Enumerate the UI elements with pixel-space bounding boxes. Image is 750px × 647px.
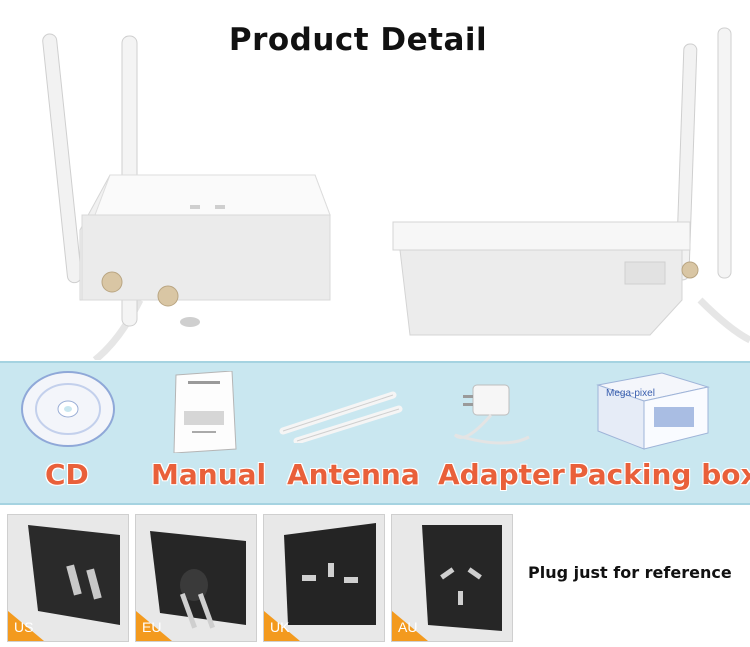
- plug-code-eu: EU: [142, 619, 162, 635]
- page-title: Product Detail: [228, 22, 488, 58]
- plug-photo-eu: EU: [135, 514, 257, 642]
- accessory-label-adapter: Adapter: [438, 458, 565, 491]
- accessory-label-antenna: Antenna: [287, 458, 420, 491]
- accessory-label-cd: CD: [45, 458, 89, 491]
- accessory-label-packing-box: Packing box: [568, 458, 750, 491]
- plug-code-au: AU: [398, 619, 418, 635]
- router-front-view: [42, 33, 331, 360]
- plug-photo-au: AU: [391, 514, 513, 642]
- us-plug-icon: [8, 525, 120, 641]
- uk-plug-icon: [264, 523, 376, 641]
- plug-reference-note: Plug just for reference: [528, 563, 732, 582]
- adapter-icon: [453, 384, 530, 445]
- plug-code-us: US: [14, 619, 34, 635]
- accessory-label-manual: Manual: [151, 458, 267, 491]
- product-photos: [42, 27, 750, 360]
- accessories-band: Mega-pixel CD Manual Antenna Adapter Pac…: [0, 361, 750, 505]
- au-plug-icon: [392, 525, 502, 641]
- plug-code-uk: UK: [270, 619, 290, 635]
- box-brand-text: Mega-pixel: [606, 388, 655, 399]
- plug-photo-us: US: [7, 514, 129, 642]
- cd-icon: [21, 371, 115, 447]
- antenna-icon: [279, 391, 403, 443]
- manual-icon: [173, 371, 237, 453]
- router-side-view: [392, 27, 750, 344]
- packing-box-icon: Mega-pixel: [596, 372, 710, 450]
- eu-plug-icon: [136, 531, 246, 641]
- plug-photo-uk: UK: [263, 514, 385, 642]
